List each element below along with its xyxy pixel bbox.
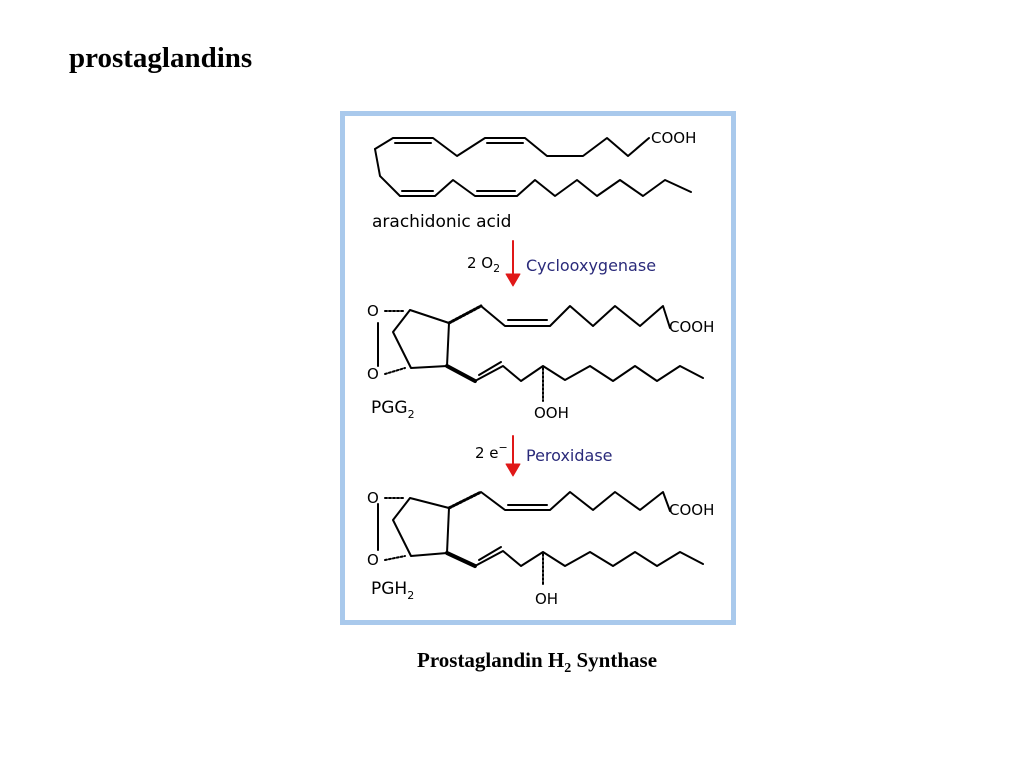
arachidonic-acid-structure	[374, 137, 692, 197]
pgh2-label: PGH2	[371, 579, 414, 602]
aa-label: arachidonic acid	[372, 212, 511, 232]
figure-caption: Prostaglandin H2 Synthase	[417, 648, 658, 677]
pgh2-ring-oxygen-top: O	[367, 489, 379, 507]
pgg2-carboxyl: COOH	[669, 318, 714, 336]
pgh2-ring-oxygen-bottom: O	[367, 551, 379, 569]
arrow-cyclooxygenase	[505, 240, 521, 287]
pgg2-structure	[377, 304, 704, 402]
pgh2-carboxyl: COOH	[669, 501, 714, 519]
enzyme-peroxidase: Peroxidase	[526, 446, 613, 465]
pgg2-ring-oxygen-top: O	[367, 302, 379, 320]
reagent-electrons: 2 e−	[475, 441, 508, 462]
arrow-peroxidase	[505, 435, 521, 477]
aa-carboxyl: COOH	[651, 129, 696, 147]
pgh2-hydroxy: OH	[535, 590, 558, 608]
enzyme-cyclooxygenase: Cyclooxygenase	[526, 256, 656, 275]
pgh2-structure	[377, 490, 704, 585]
pgg2-label: PGG2	[371, 398, 415, 421]
pgg2-hydroperoxy: OOH	[534, 404, 569, 422]
pgg2-ring-oxygen-bottom: O	[367, 365, 379, 383]
slide-title: prostaglandins	[69, 42, 253, 74]
reagent-o2: 2 O2	[467, 254, 500, 275]
reaction-figure: COOH arachidonic acid 2 O2 Cyclooxygenas…	[340, 111, 736, 625]
